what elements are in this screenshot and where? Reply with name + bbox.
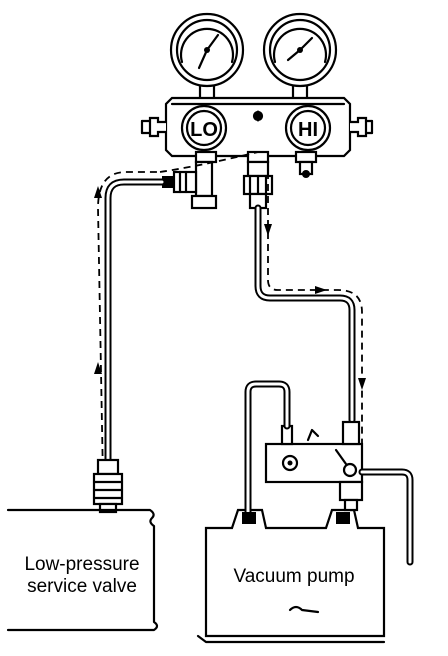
service-valve-coupler — [92, 458, 124, 514]
high-side-label: HI — [298, 119, 318, 141]
manifold-gauge-set: LO HI — [140, 12, 374, 210]
right-service-port — [350, 116, 374, 138]
low-pressure-service-valve: Low-pressure service valve — [6, 508, 159, 632]
low-side-hose — [104, 178, 166, 464]
low-side-hose-fitting — [162, 160, 218, 210]
flow-arrow-down-right — [358, 378, 366, 390]
low-side-label: LO — [190, 119, 218, 141]
high-pressure-gauge — [262, 12, 338, 102]
vacuum-pump: Vacuum pump — [196, 380, 414, 644]
high-side-valve-knob[interactable]: HI — [284, 104, 332, 152]
center-hose — [254, 204, 356, 424]
flow-arrow-up-lower — [94, 362, 102, 374]
flow-arrow-down-center — [264, 224, 272, 236]
low-side-valve-knob[interactable]: LO — [180, 104, 228, 152]
service-valve-label-line1: Low-pressure — [24, 554, 139, 575]
service-valve-label-line2: service valve — [27, 576, 137, 597]
vacuum-pump-label: Vacuum pump — [233, 566, 354, 587]
left-service-port — [140, 116, 166, 138]
flow-arrows — [94, 186, 366, 542]
flow-arrow-up-upper — [94, 186, 102, 198]
pump-valve-block — [264, 420, 364, 512]
high-side-port-stub — [298, 160, 314, 178]
flow-arrow-right-center — [315, 286, 327, 294]
center-hose-fitting — [242, 160, 274, 210]
low-pressure-gauge — [169, 12, 245, 102]
